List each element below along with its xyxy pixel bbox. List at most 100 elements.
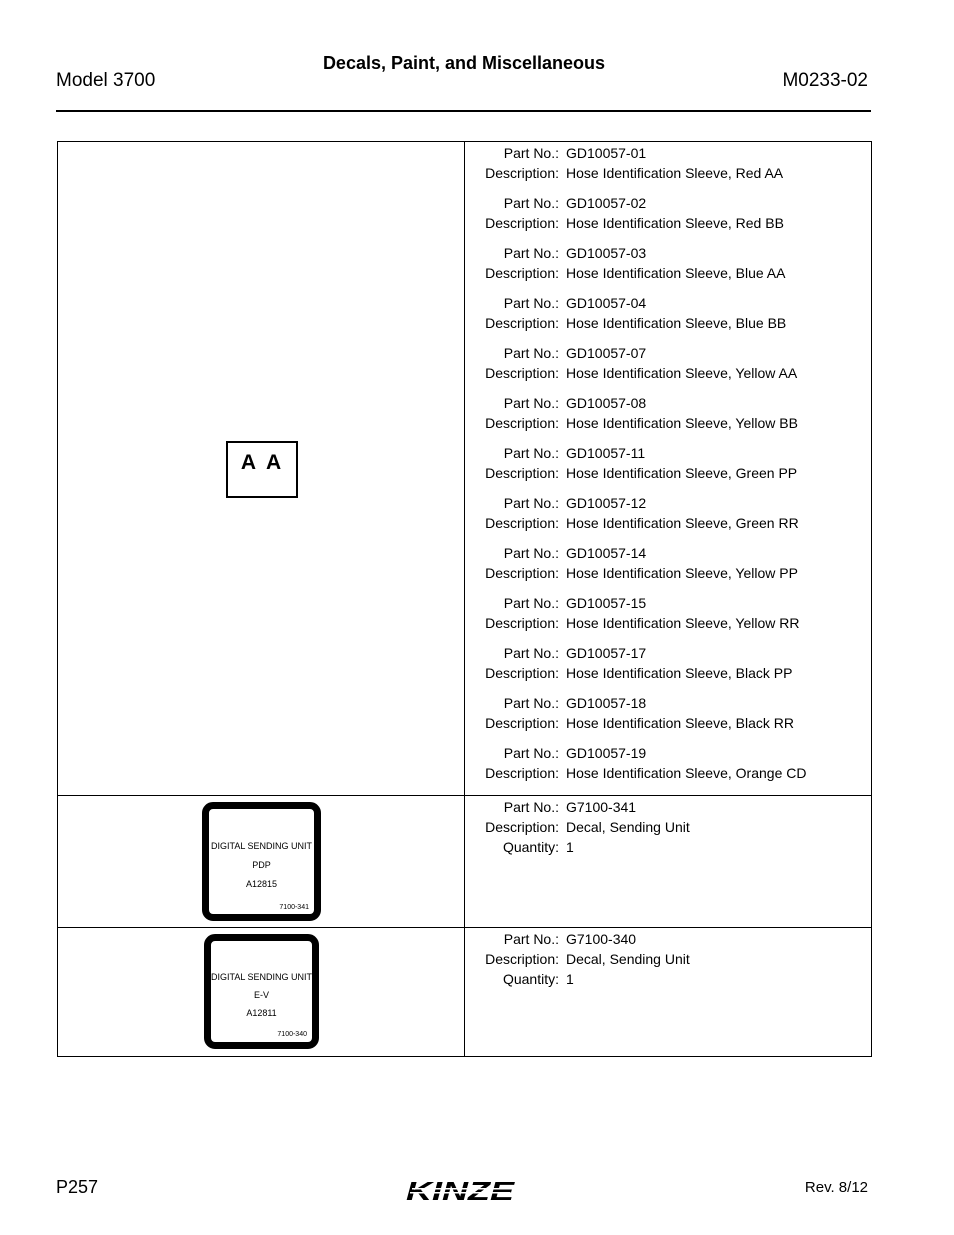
part-entry: Part No.: GD10057-12 Description: Hose Ide… — [465, 493, 871, 533]
part-entry: Part No.: GD10057-02 Description: Hose Ide… — [465, 193, 871, 233]
quantity-label: Quantity: — [502, 839, 559, 855]
part-no-value: GD10057-19 — [566, 745, 647, 761]
sending-unit-decal: DIGITAL SENDING UNIT PDP A12815 7100-341 — [202, 802, 321, 921]
part-entry: Part No.: GD10057-04 Description: Hose Ide… — [465, 293, 871, 333]
description-value: Hose Identification Sleeve, Red BB — [566, 215, 784, 231]
part-no-value: GD10057-08 — [566, 395, 647, 411]
decal-title: DIGITAL SENDING UNIT — [211, 972, 313, 982]
page-number: P257 — [56, 1177, 99, 1197]
part-no-label: Part No.: — [503, 695, 559, 711]
page-title: Decals, Paint, and Miscellaneous — [322, 53, 606, 73]
part-no-label: Part No.: — [503, 595, 559, 611]
part-no-label: Part No.: — [503, 395, 559, 411]
part-no-value: GD10057-04 — [566, 295, 647, 311]
part-no-label: Part No.: — [503, 345, 559, 361]
decal-number: A12811 — [246, 1008, 277, 1018]
part-no-label: Part No.: — [503, 645, 559, 661]
header-divider — [56, 110, 871, 112]
part-entry: Part No.: GD10057-19 Description: Hose Ide… — [465, 743, 871, 783]
brand-wordmark: KINZE — [406, 1176, 515, 1206]
description-label: Description: — [485, 415, 559, 431]
description-value: Hose Identification Sleeve, Black RR — [566, 715, 794, 731]
description-value: Hose Identification Sleeve, Green PP — [566, 465, 798, 481]
description-label: Description: — [485, 265, 559, 281]
description-value: Hose Identification Sleeve, Yellow BB — [566, 415, 798, 431]
part-no-value: G7100-340 — [566, 931, 637, 947]
decal-parts-info: Part No.: G7100-340 Description: Decal, Se… — [465, 928, 871, 1056]
part-no-label: Part No.: — [503, 145, 559, 161]
sending-unit-decal: DIGITAL SENDING UNIT E-V A12811 7100-340 — [204, 934, 319, 1049]
description-value: Hose Identification Sleeve, Green RR — [566, 515, 799, 531]
description-label: Description: — [485, 365, 559, 381]
table-row: DIGITAL SENDING UNIT PDP A12815 7100-341… — [58, 795, 871, 927]
kinze-logo: KINZE — [402, 1176, 522, 1211]
part-entry: Part No.: GD10057-08 Description: Hose Ide… — [465, 393, 871, 433]
part-no-value: GD10057-03 — [566, 245, 647, 261]
document-number: M0233-02 — [782, 70, 868, 91]
quantity-label: Quantity: — [502, 971, 559, 987]
hose-sleeve-parts-list: Part No.: GD10057-01 Description: Hose Ide… — [465, 142, 871, 795]
model-label: Model 3700 — [56, 70, 156, 91]
decal-code: E-V — [253, 990, 269, 1000]
decal-image-cell: DIGITAL SENDING UNIT E-V A12811 7100-340 — [58, 928, 465, 1056]
part-no-value: GD10057-14 — [566, 545, 647, 561]
part-entry: Part No.: GD10057-01 Description: Hose Ide… — [465, 143, 871, 183]
part-no-label: Part No.: — [503, 745, 559, 761]
revision-label: Rev. 8/12 — [804, 1179, 868, 1196]
description-label: Description: — [485, 315, 559, 331]
description-value: Decal, Sending Unit — [566, 951, 690, 967]
part-no-label: Part No.: — [503, 195, 559, 211]
description-label: Description: — [485, 565, 559, 581]
description-value: Hose Identification Sleeve, Blue AA — [566, 265, 786, 281]
part-no-value: GD10057-11 — [566, 445, 646, 461]
decal-parts-info: Part No.:G7100-341 Description:Decal, Se… — [465, 796, 871, 927]
part-entry: Part No.:GD10057-17 Description:Hose Ide… — [465, 643, 871, 683]
part-no-label: Part No.: — [503, 445, 559, 461]
description-label: Description: — [485, 715, 559, 731]
decal-code: PDP — [252, 860, 271, 870]
description-value: Hose Identification Sleeve, Red AA — [566, 165, 784, 181]
part-entry: Part No.:GD10057-07 Description:Hose Ide… — [465, 343, 871, 383]
part-no-value: GD10057-07 — [566, 345, 647, 361]
description-value: Hose Identification Sleeve, Orange CD — [566, 765, 807, 781]
decal-number: A12815 — [245, 879, 278, 889]
decal-image-cell: DIGITAL SENDING UNIT PDP A12815 7100-341 — [58, 796, 465, 927]
table-row: DIGITAL SENDING UNIT E-V A12811 7100-340… — [58, 927, 871, 1056]
sleeve-letter: A — [240, 451, 258, 474]
part-no-value: GD10057-01 — [566, 145, 647, 161]
part-no-label: Part No.: — [503, 495, 559, 511]
part-entry: Part No.:GD10057-15 Description:Hose Ide… — [465, 593, 871, 633]
sleeve-letter: A — [266, 451, 284, 474]
description-label: Description: — [485, 165, 559, 181]
description-label: Description: — [485, 951, 559, 967]
part-entry: Part No.: GD10057-11 Description: Hose Ide… — [465, 443, 871, 483]
description-value: Hose Identification Sleeve, Yellow PP — [566, 565, 798, 581]
description-label: Description: — [485, 765, 559, 781]
decal-part-number: 7100-340 — [277, 1031, 307, 1038]
part-no-label: Part No.: — [503, 931, 559, 947]
part-no-label: Part No.: — [503, 799, 559, 815]
description-label: Description: — [485, 515, 559, 531]
part-entry: Part No.: GD10057-14 Description: Hose Ide… — [465, 543, 871, 583]
part-no-label: Part No.: — [503, 545, 559, 561]
description-value: Hose Identification Sleeve, Blue BB — [566, 315, 787, 331]
decal-title: DIGITAL SENDING UNIT — [210, 841, 312, 851]
part-no-value: GD10057-17 — [566, 645, 647, 661]
description-label: Description: — [485, 215, 559, 231]
part-entry: Part No.: GD10057-03 Description: Hose Ide… — [465, 243, 871, 283]
description-value: Hose Identification Sleeve, Black PP — [566, 665, 793, 681]
description-value: Decal, Sending Unit — [566, 819, 690, 835]
description-label: Description: — [485, 615, 559, 631]
part-no-label: Part No.: — [503, 245, 559, 261]
part-no-value: GD10057-18 — [566, 695, 647, 711]
part-no-value: GD10057-12 — [566, 495, 647, 511]
part-no-value: G7100-341 — [566, 799, 637, 815]
part-no-value: GD10057-02 — [566, 195, 647, 211]
quantity-value: 1 — [566, 839, 574, 855]
description-label: Description: — [485, 465, 559, 481]
part-no-label: Part No.: — [503, 295, 559, 311]
